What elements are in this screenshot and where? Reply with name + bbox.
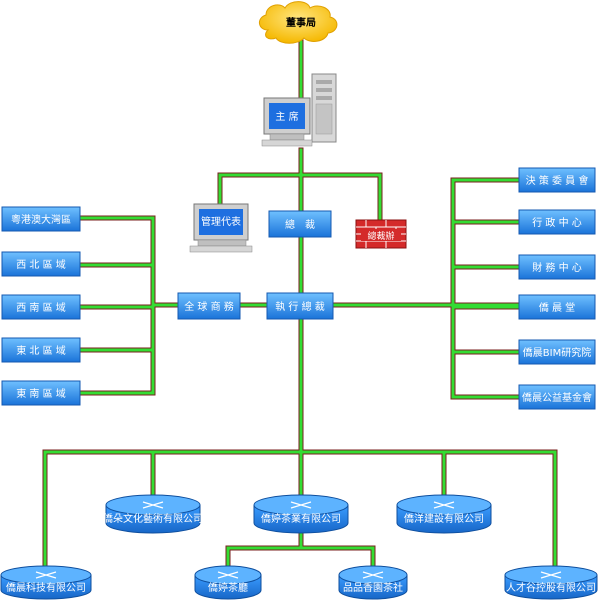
region-list: 粵港澳大灣區 西 北 區 域 西 南 區 域 東 北 區 域 東 南 區 域 [1,206,81,406]
company-row-1: 僑朵文化藝術有限公司 僑婷茶業有限公司 僑洋建設有限公司 [103,494,492,534]
mgmt-rep-workstation: 管理代表 [189,203,253,253]
company-node: 品品香園茶社 [338,565,408,600]
company-node: 僑婷茶廳 [194,565,262,600]
president-node: 總 裁 [268,210,332,238]
region-label: 西 南 區 域 [16,301,66,314]
board-label: 董事局 [286,16,316,29]
board-cloud: 董事局 [259,1,338,44]
executive-president-node: 執 行 總 裁 [266,292,334,320]
region-label: 東 北 區 域 [16,344,66,357]
region-node: 粵港澳大灣區 [1,206,81,232]
mgmt-rep-label: 管理代表 [201,215,241,228]
connection-lines [42,39,558,573]
global-business-label: 全 球 商 務 [184,300,234,313]
department-label: 決 策 委 員 會 [526,174,589,187]
department-list: 決 策 委 員 會 行 政 中 心 財 務 中 心 僑 晨 堂 僑晨BIM研究院… [518,167,596,410]
company-label: 僑婷茶廳 [208,581,248,594]
company-node: 僑洋建設有限公司 [396,494,492,534]
department-node: 財 務 中 心 [518,254,596,280]
company-node: 僑婷茶業有限公司 [253,494,349,534]
region-node: 西 北 區 域 [1,251,81,277]
department-label: 僑 晨 堂 [539,302,575,314]
company-label: 品品香園茶社 [343,581,403,594]
company-row-2: 僑晨科技有限公司 僑婷茶廳 品品香園茶社 人才谷控股有限公司 [0,565,598,600]
region-node: 東 南 區 域 [1,380,81,406]
department-node: 僑晨公益基金會 [518,384,596,410]
department-label: 財 務 中 心 [532,261,582,274]
region-label: 粵港澳大灣區 [11,213,71,226]
executive-president-label: 執 行 總 裁 [275,300,325,313]
firewall-label: 總裁辦 [367,230,394,242]
department-label: 僑晨公益基金會 [522,391,592,404]
chairman-label: 主 席 [275,110,298,123]
company-label: 僑洋建設有限公司 [404,512,484,525]
company-node: 僑朵文化藝術有限公司 [103,494,203,534]
company-label: 僑婷茶業有限公司 [261,512,341,525]
president-office-firewall: 總裁辦 [355,219,407,249]
company-node: 人才谷控股有限公司 [504,565,598,600]
president-label: 總 裁 [285,218,315,231]
chairman-workstation: 主 席 [261,73,337,147]
region-node: 西 南 區 域 [1,294,81,320]
department-node: 行 政 中 心 [518,209,596,235]
region-label: 東 南 區 域 [16,387,66,400]
department-label: 行 政 中 心 [532,216,582,229]
global-business-node: 全 球 商 務 [177,292,241,320]
department-node: 決 策 委 員 會 [518,167,596,193]
company-label: 僑朵文化藝術有限公司 [103,512,203,525]
company-label: 僑晨科技有限公司 [6,581,86,594]
region-label: 西 北 區 域 [16,258,66,271]
department-node: 僑晨BIM研究院 [518,339,596,365]
department-label: 僑晨BIM研究院 [523,346,591,359]
department-node: 僑 晨 堂 [518,294,596,320]
company-node: 僑晨科技有限公司 [0,565,92,600]
company-label: 人才谷控股有限公司 [506,581,596,594]
region-node: 東 北 區 域 [1,337,81,363]
